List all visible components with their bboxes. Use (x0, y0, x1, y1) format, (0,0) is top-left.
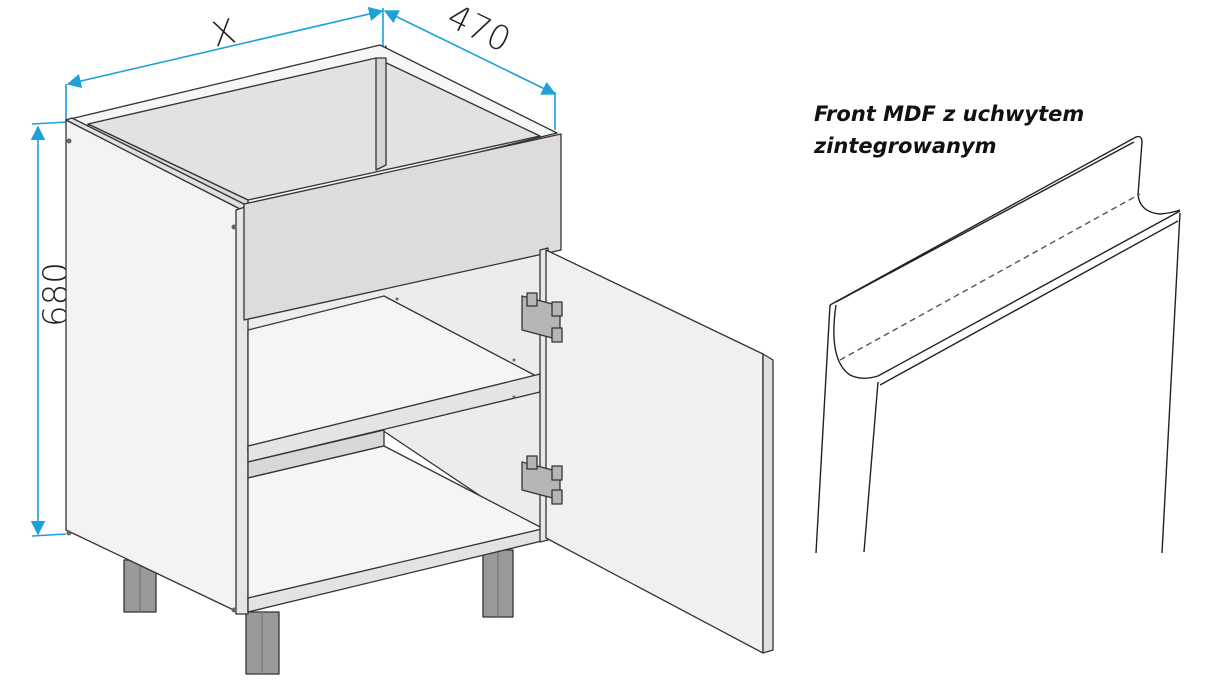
handle-groove-curve (833, 304, 879, 379)
caption: Front MDF z uchwytem zintegrowanym (814, 98, 1114, 162)
width-label: X (208, 11, 240, 55)
open-door (545, 249, 764, 654)
caption-line-1: Front MDF z uchwytem (814, 102, 1085, 126)
handle-bottom-edge-inner (879, 220, 1179, 386)
width-dimension-line (66, 6, 384, 89)
door-edge (762, 353, 774, 654)
extension-line (31, 121, 69, 125)
depth-label: 470 (441, 0, 517, 61)
extension-line (31, 533, 67, 537)
handle-bottom-edge (877, 210, 1181, 377)
hinge-lower (521, 455, 563, 505)
front-panel-right-edge (1161, 212, 1181, 554)
inner-back-top (375, 57, 387, 171)
handle-groove-curve-right (1137, 194, 1181, 215)
handle-lip-top (829, 135, 1143, 306)
dimension-lines (30, 6, 557, 537)
handle-groove-hidden (839, 193, 1141, 361)
depth-dimension-line (383, 10, 557, 95)
mdf-front-detail (815, 135, 1181, 554)
drawer-front (243, 133, 562, 321)
hinge-upper (521, 292, 563, 343)
caption-line-2: zintegrowanym (814, 134, 997, 158)
front-panel-left-edge (815, 304, 831, 554)
front-panel-inner-edge (863, 381, 879, 553)
handle-lip-inner (835, 141, 1135, 303)
screw-dots (66, 138, 516, 613)
cabinet (65, 44, 774, 675)
